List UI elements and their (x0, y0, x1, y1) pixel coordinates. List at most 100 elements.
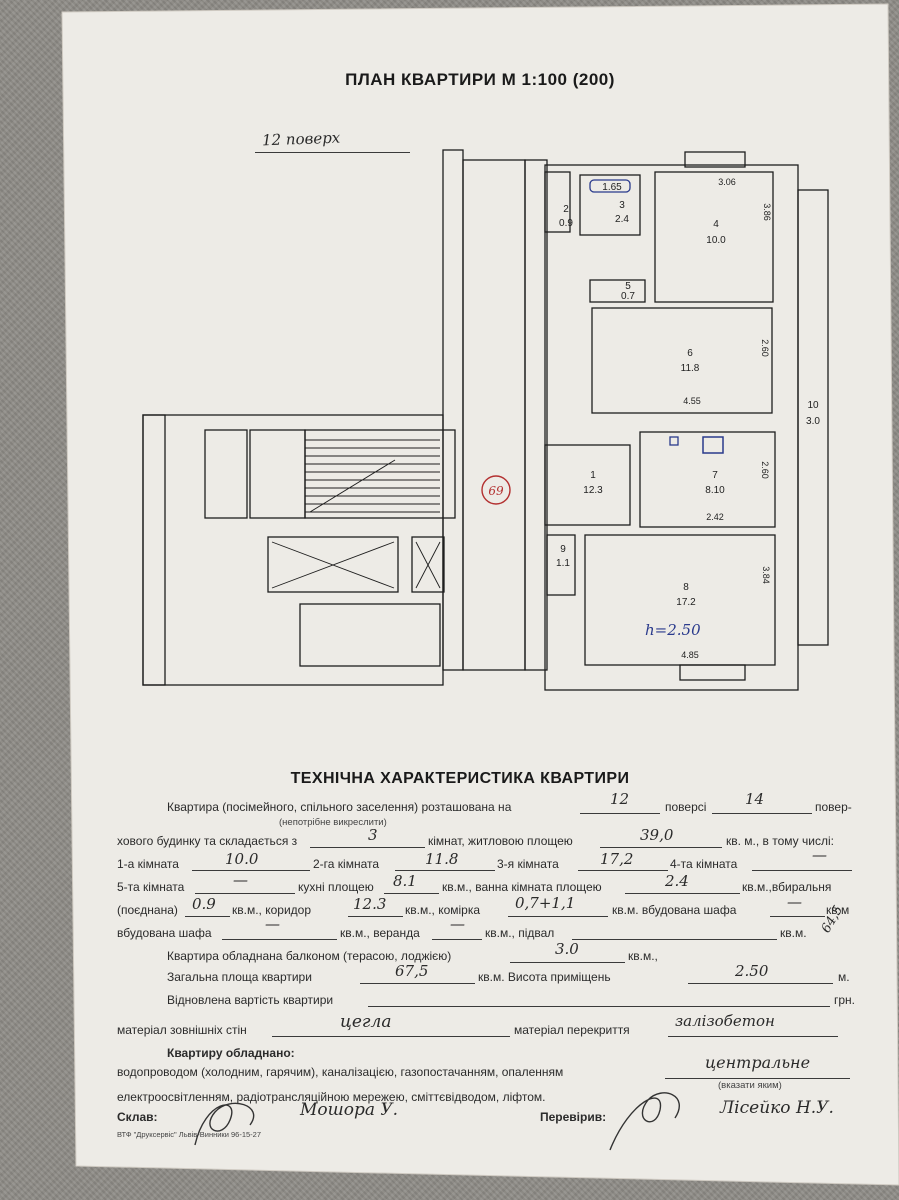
room-5-num: 5 (625, 281, 631, 292)
value-floor: 12 (610, 790, 630, 808)
plan-title: ПЛАН КВАРТИРИ М 1:100 (200) (345, 70, 615, 89)
specs-title: ТЕХНІЧНА ХАРАКТЕРИСТИКА КВАРТИРИ (290, 770, 630, 787)
dim-3-06: 3.06 (718, 177, 736, 187)
specs-l5e: кв.м (826, 903, 850, 917)
room-2-num: 2 (563, 204, 569, 215)
specs-l2a: хового будинку та складається з (117, 834, 298, 848)
bathtub-icon (589, 179, 631, 193)
value-storeroom: 0,7+1,1 (515, 894, 576, 912)
line-heating (665, 1078, 850, 1079)
dim-2-60-a: 2.60 (760, 339, 770, 357)
line-veranda (432, 939, 482, 940)
specs-l1a: Квартира (посімейного, спільного заселен… (167, 800, 512, 814)
room-4-num: 4 (713, 219, 719, 230)
specs-l1b: поверсі (665, 800, 707, 814)
room-4-area: 10.0 (706, 235, 726, 246)
room-8-area: 17.2 (676, 597, 696, 608)
specs-l1c: повер- (815, 800, 852, 814)
specs-l7a: Квартира обладнана балконом (терасою, ло… (167, 949, 452, 963)
value-balcony: 3.0 (555, 940, 579, 958)
line-toilet (185, 916, 230, 917)
line-kitchen (384, 893, 439, 894)
specs-l10a: матеріал зовнішніх стін (117, 1023, 247, 1037)
specs-l6c: кв.м., підвал (485, 926, 555, 940)
room-6-num: 6 (687, 348, 693, 359)
line-basement (572, 939, 777, 940)
specs-l4a: 5-та кімната (117, 880, 185, 894)
line-room4 (752, 870, 852, 871)
room-2-area: 0.9 (559, 218, 573, 229)
specs-l6d: кв.м. (780, 926, 807, 940)
value-floors: залізобетон (675, 1012, 775, 1030)
specs-l9b: грн. (834, 993, 856, 1007)
checked-name: Лісейко Н.У. (720, 1098, 834, 1118)
specs-l3d: 4-та кімната (670, 857, 738, 871)
value-walls: цегла (340, 1012, 392, 1032)
composed-name: Мошора У. (300, 1100, 399, 1120)
line-living (600, 847, 722, 848)
specs-l5a: (поєднана) (117, 903, 178, 917)
specs-l11: Квартиру обладнано: (167, 1046, 295, 1060)
value-total-floors: 14 (745, 790, 765, 808)
corridor-shaft (462, 159, 526, 671)
value-builtin1: — (787, 893, 802, 911)
dim-2-60-b: 2.60 (760, 461, 770, 479)
line-total-floors (712, 813, 812, 814)
specs-l3b: 2-га кімната (313, 857, 380, 871)
line-height (688, 983, 833, 984)
composed-label: Склав: (117, 1110, 158, 1124)
line-corridor (348, 916, 403, 917)
line-room5 (195, 893, 295, 894)
floor-underline (255, 152, 410, 153)
specs-l5d: кв.м. вбудована шафа (612, 903, 737, 917)
apartment-outline (544, 164, 799, 691)
line-rooms (310, 847, 425, 848)
value-toilet: 0.9 (192, 895, 216, 913)
value-total-area: 67,5 (395, 962, 429, 980)
stove-icon (702, 436, 724, 454)
sink-icon (669, 436, 679, 446)
room-1-num: 1 (590, 470, 596, 481)
dim-3-86: 3.86 (762, 203, 772, 221)
ceiling-height: h=2.50 (645, 621, 701, 639)
room-8-num: 8 (683, 582, 689, 593)
specs-l2c: кв. м., в тому числі: (726, 834, 834, 848)
room-1-area: 12.3 (583, 485, 603, 496)
room-3-area: 2.4 (615, 214, 629, 225)
printer-footer: ВТФ "Друксервіс" Львів-Винники 96-15-27 (117, 1130, 262, 1139)
bath-size: 1.65 (602, 182, 622, 193)
specs-l12: водопроводом (холодним, гарячим), каналі… (117, 1065, 564, 1079)
line-floor (580, 813, 660, 814)
specs-note-strike: (непотрібне викреслити) (279, 817, 387, 828)
value-bathroom: 2.4 (665, 872, 689, 890)
specs-l6a: вбудована шафа (117, 926, 212, 940)
value-corridor: 12.3 (353, 895, 387, 913)
room-5 (589, 279, 646, 303)
specs-l5b: кв.м., коридор (232, 903, 311, 917)
specs-note-indicate: (вказати яким) (718, 1080, 782, 1091)
value-room5: — (233, 871, 248, 889)
value-height: 2.50 (735, 962, 769, 980)
room-7-area: 8.10 (705, 485, 725, 496)
specs-l6b: кв.м., веранда (340, 926, 420, 940)
line-total (360, 983, 475, 984)
room-10 (797, 189, 829, 646)
specs-l4b: кухні площею (298, 880, 374, 894)
line-room2 (395, 870, 495, 871)
specs-l8a: Загальна площа квартири (167, 970, 312, 984)
room-9 (546, 534, 576, 596)
room-1 (544, 444, 631, 526)
value-room4: — (812, 846, 827, 864)
dim-4-55: 4.55 (683, 396, 701, 406)
room-7 (639, 431, 776, 528)
room-10-num: 10 (807, 400, 819, 411)
line-value (368, 1006, 830, 1007)
value-kitchen: 8.1 (393, 872, 417, 890)
specs-l10b: матеріал перекриття (514, 1023, 630, 1037)
room-6 (591, 307, 773, 414)
specs-l3a: 1-а кімната (117, 857, 179, 871)
room-3-num: 3 (619, 200, 625, 211)
dim-4-85: 4.85 (681, 650, 699, 660)
